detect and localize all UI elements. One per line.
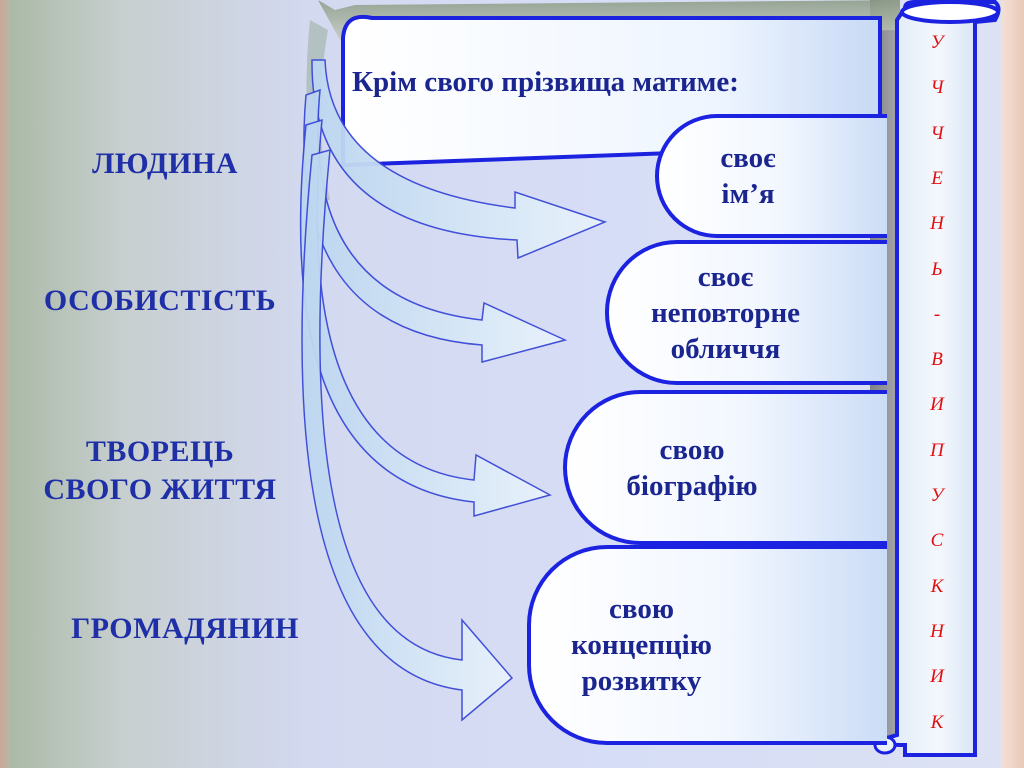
scroll-letter: Ч [930,122,944,144]
scroll-letter: В [931,349,943,371]
scroll-letter: У [930,32,944,53]
label-hromadyanyn-text: ГРОМАДЯНИН [71,612,299,645]
label-lyudyna: ЛЮДИНА [60,145,270,183]
label-tvorets-line2: СВОГО ЖИТТЯ [43,473,277,506]
diagram-title: Крім свого прізвища матиме: [352,66,739,98]
label-tvorets: ТВОРЕЦЬ СВОГО ЖИТТЯ [10,433,310,509]
arrow-4 [301,148,514,722]
scroll-top-roll [900,0,1000,24]
pill-concept-line3: розвитку [581,665,702,697]
pill-face-line3: обличчя [670,332,781,365]
scroll-letter: Н [930,213,944,235]
scroll-letter: Ь [931,258,943,280]
pill-name-line1: своє [720,142,776,174]
pill-concept-line2: концепцію [571,629,712,661]
scroll-letter: С [930,530,944,552]
pill-biography: свою біографію [563,390,887,545]
pill-name-line2: ім’я [721,178,775,210]
pill-face-line2: неповторне [650,296,801,329]
arrow-1 [311,59,608,260]
label-lyudyna-text: ЛЮДИНА [92,147,238,180]
scroll-letter: Е [931,167,943,189]
pill-biography-line1: свою [659,433,725,466]
scroll-letter: И [930,666,944,688]
pill-name: своє ім’я [655,114,887,238]
pill-face: своє неповторне обличчя [605,240,887,385]
scroll-letter: К [930,575,944,597]
left-edge-stripe [0,0,10,768]
pill-face-line1: своє [697,260,754,293]
label-hromadyanyn: ГРОМАДЯНИН [30,610,340,648]
pill-biography-line2: біографію [626,469,758,502]
scroll-letter: Н [930,620,944,642]
label-osobystist: ОСОБИСТІСТЬ [10,282,310,320]
pill-concept: свою концепцію розвитку [527,545,887,745]
scroll-letter: И [930,394,944,416]
pill-concept-line1: свою [608,593,674,625]
label-osobystist-text: ОСОБИСТІСТЬ [43,284,277,317]
scroll-letter: Ч [930,77,944,99]
scroll-letter: П [930,439,944,461]
scroll-letter: У [930,485,944,506]
scroll-letter: - [933,303,941,325]
label-tvorets-line1: ТВОРЕЦЬ [85,435,235,468]
scroll-letter: К [930,711,944,733]
right-edge-stripe [1002,0,1024,768]
